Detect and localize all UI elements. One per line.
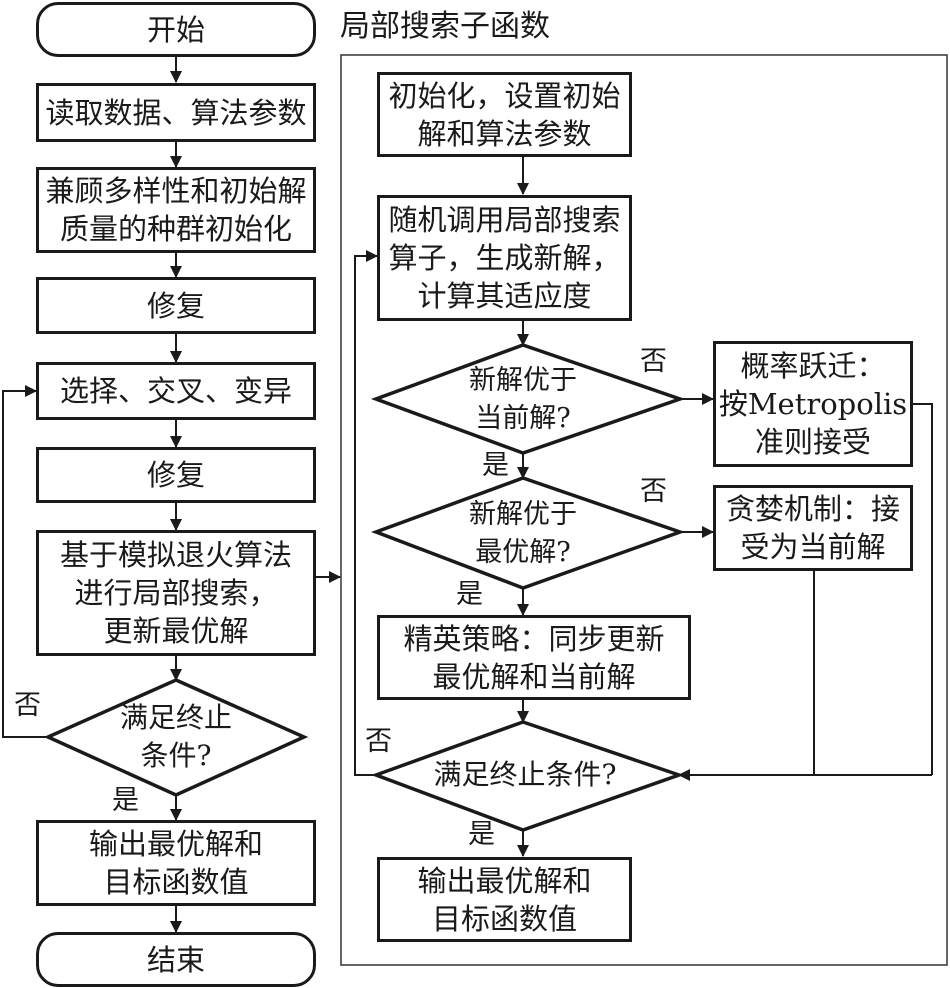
greedy-node: 贪婪机制：接 受为当前解 <box>713 485 913 571</box>
sub-init-node: 初始化，设置初始 解和算法参数 <box>377 72 632 157</box>
main-output-node: 输出最优解和 目标函数值 <box>36 820 316 906</box>
elite-strategy-node: 精英策略：同步更新 最优解和当前解 <box>377 615 691 700</box>
main-yes-label: 是 <box>112 785 139 816</box>
sub-no-label-2: 否 <box>640 476 667 507</box>
init-population-node: 兼顾多样性和初始解 质量的种群初始化 <box>36 167 316 253</box>
generate-solution-node: 随机调用局部搜索 算子，生成新解， 计算其适应度 <box>377 195 632 321</box>
sub-output-node: 输出最优解和 目标函数值 <box>377 857 632 942</box>
read-data-node: 读取数据、算法参数 <box>36 83 316 142</box>
compare-best-diamond <box>371 476 686 590</box>
sub-no-label-1: 否 <box>640 346 667 377</box>
main-no-label: 否 <box>14 690 41 721</box>
repair-node-2: 修复 <box>36 447 316 503</box>
repair-node-1: 修复 <box>36 277 316 334</box>
subfunction-title: 局部搜索子函数 <box>340 9 550 44</box>
compare-current-text: 新解优于 当前解? <box>469 365 577 434</box>
arrow-loop-back <box>2 385 50 738</box>
sub-no-label-3: 否 <box>365 726 392 757</box>
sub-yes-label-1: 是 <box>482 450 509 481</box>
subfunction-frame <box>340 54 948 966</box>
arrow-sub-loop-back <box>354 250 378 776</box>
end-node: 结束 <box>36 932 316 987</box>
compare-current-diamond <box>370 343 686 455</box>
sub-yes-label-3: 是 <box>468 819 495 850</box>
select-cross-mutate-node: 选择、交叉、变异 <box>36 362 316 420</box>
local-search-node: 基于模拟退火算法 进行局部搜索， 更新最优解 <box>36 530 316 656</box>
sub-termination-text: 满足终止条件? <box>433 758 617 791</box>
line-metropolis-return <box>911 403 933 775</box>
compare-best-text: 新解优于 最优解? <box>469 499 577 568</box>
sub-yes-label-2: 是 <box>456 579 483 610</box>
metropolis-node: 概率跃迁： 按Metropolis 准则接受 <box>713 341 913 467</box>
start-node: 开始 <box>36 2 316 57</box>
main-termination-text: 满足终止 条件? <box>119 701 232 772</box>
main-termination-diamond <box>43 678 309 797</box>
sub-termination-diamond <box>370 720 685 832</box>
